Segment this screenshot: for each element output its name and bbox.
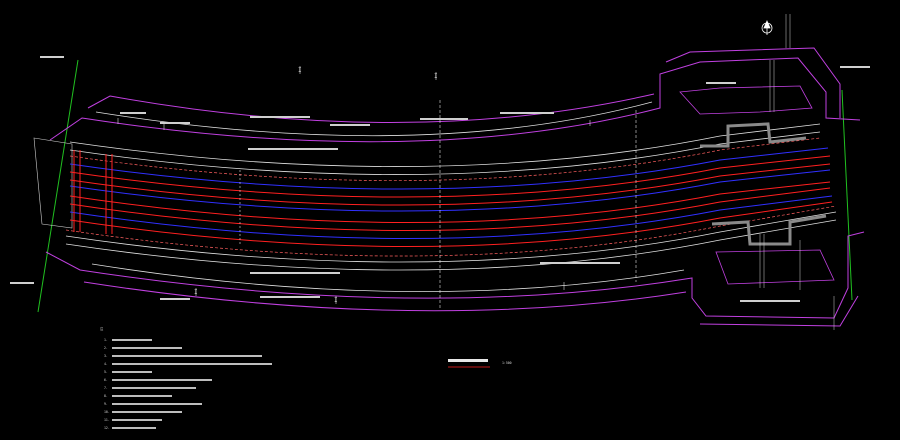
lane-center-lines [69, 155, 833, 247]
note-line-1: 1. [104, 338, 108, 342]
boundary-top-inner [87, 93, 655, 123]
boundary-right-outer [665, 47, 841, 118]
curb-top-1 [69, 123, 821, 167]
right-abutment-frame [679, 85, 835, 285]
lane-edge-2 [69, 169, 831, 212]
note-line-3: 3. [104, 354, 108, 358]
lane-edge-1 [69, 147, 829, 190]
note-line-2: 2. [104, 346, 108, 350]
note-line-8: 8. [104, 394, 108, 398]
notes-block: 注 1. 2. 3. 4. 5. 6. 7. 8. 9. 10. 11. 12. [100, 326, 272, 430]
lane-center-4 [69, 187, 831, 231]
note-line-6: 6. [104, 378, 108, 382]
sidewalk-top [95, 101, 653, 137]
curb-bot-1 [65, 211, 837, 263]
lane-edge-lines [69, 147, 833, 239]
note-line-7: 7. [104, 386, 108, 390]
north-arrow-icon [761, 19, 773, 35]
note-line-11: 11. [104, 418, 110, 422]
boundary-bottom [45, 231, 865, 319]
section-mark-top-left: I [298, 67, 302, 74]
lane-center-3 [69, 181, 831, 223]
note-line-5: 5. [104, 370, 108, 374]
dash-bot [65, 205, 837, 257]
note-line-9: 9. [104, 402, 108, 406]
dash-top [69, 137, 821, 181]
title-block: 1:500 [448, 359, 512, 368]
section-mark-top-mid: I [434, 73, 438, 80]
curb-top-2 [69, 131, 821, 175]
drawing-title-bar [448, 359, 488, 362]
boundary-top [49, 57, 861, 143]
left-cross-members [73, 150, 113, 234]
dimension-ticks [117, 66, 591, 304]
section-marks: I I I I [194, 67, 438, 304]
lane-center-1 [69, 155, 831, 198]
note-line-4: 4. [104, 362, 108, 366]
dashed-edge-lines [65, 137, 837, 257]
section-mark-bot-left: I [194, 289, 198, 296]
boundary-right-lower [699, 295, 859, 327]
note-line-10: 10. [104, 410, 110, 414]
left-vertical-ref [239, 100, 637, 308]
right-bridge-bottom [711, 214, 827, 246]
notes-heading: 注 [100, 326, 104, 331]
section-mark-bot-mid: I [334, 297, 338, 304]
curb-bot-2 [65, 219, 837, 271]
road-boundary [45, 47, 865, 327]
right-vertical-annotations [759, 14, 835, 330]
drawing-scale: 1:500 [502, 361, 512, 365]
boundary-bottom-inner [83, 281, 687, 312]
lane-center-5 [69, 201, 833, 247]
curb-lines [65, 101, 837, 292]
note-line-12: 12. [104, 426, 110, 430]
right-ground-line [841, 89, 853, 301]
note-text-bars [112, 339, 272, 429]
left-abutment [33, 137, 73, 229]
sidewalk-bot [91, 263, 685, 292]
ground-lines [37, 59, 853, 313]
lane-edge-3 [69, 195, 833, 239]
right-bridge-top [700, 122, 807, 148]
small-annotations [10, 56, 870, 302]
lane-center-2 [69, 163, 831, 206]
left-ground-line [37, 59, 79, 313]
